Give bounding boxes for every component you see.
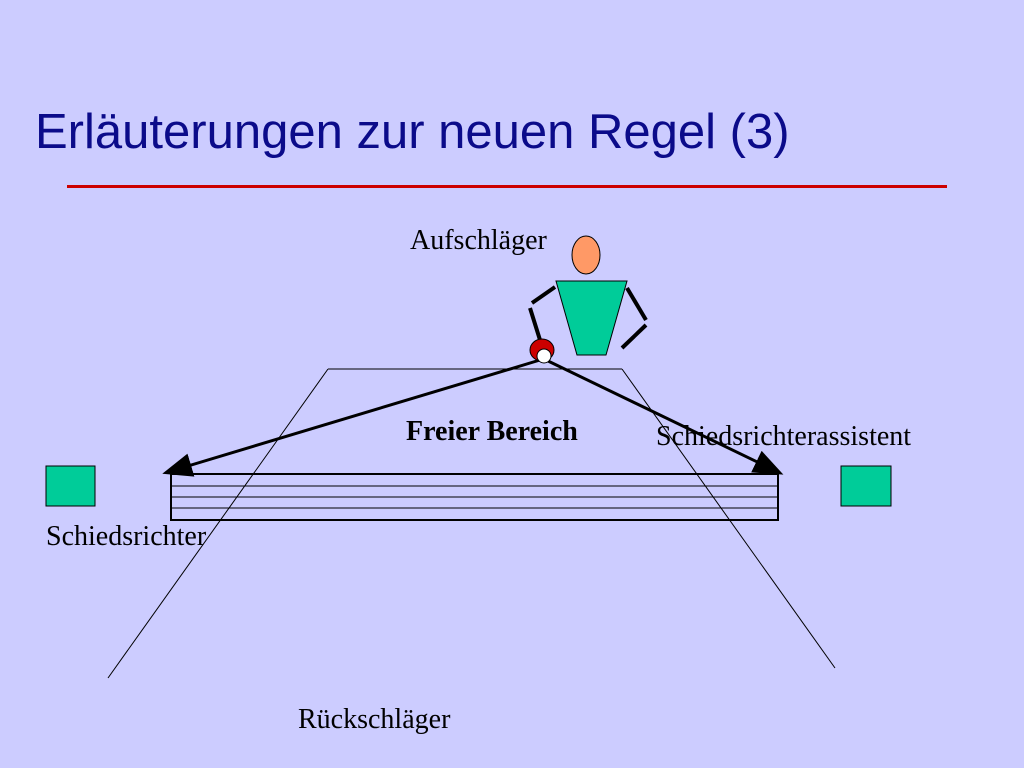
free-zone-label: Freier Bereich <box>406 416 578 447</box>
umpire-assistant-label: Schiedsrichterassistent <box>656 421 912 452</box>
server-figure <box>528 235 648 356</box>
net <box>170 473 779 521</box>
slide-title: Erläuterungen zur neuen Regel (3) <box>35 105 790 159</box>
server-head <box>571 235 601 275</box>
umpire-label: Schiedsrichter <box>46 521 207 552</box>
arrow-left <box>162 358 541 477</box>
server-left-upper-arm <box>530 285 557 305</box>
server-right-upper-arm <box>625 286 648 322</box>
title-underline <box>67 185 947 188</box>
server-right-lower-arm <box>620 323 648 350</box>
free-zone-left-edge <box>107 368 329 679</box>
server-label: Aufschläger <box>410 225 547 256</box>
umpire-assistant-box <box>840 465 892 507</box>
server-body <box>555 280 628 356</box>
server-left-lower-arm <box>528 307 542 341</box>
free-zone-right-edge <box>621 368 836 669</box>
umpire-box <box>45 465 96 507</box>
ball <box>536 348 552 364</box>
arrow-right <box>545 358 784 475</box>
receiver-label: Rückschläger <box>298 704 451 735</box>
